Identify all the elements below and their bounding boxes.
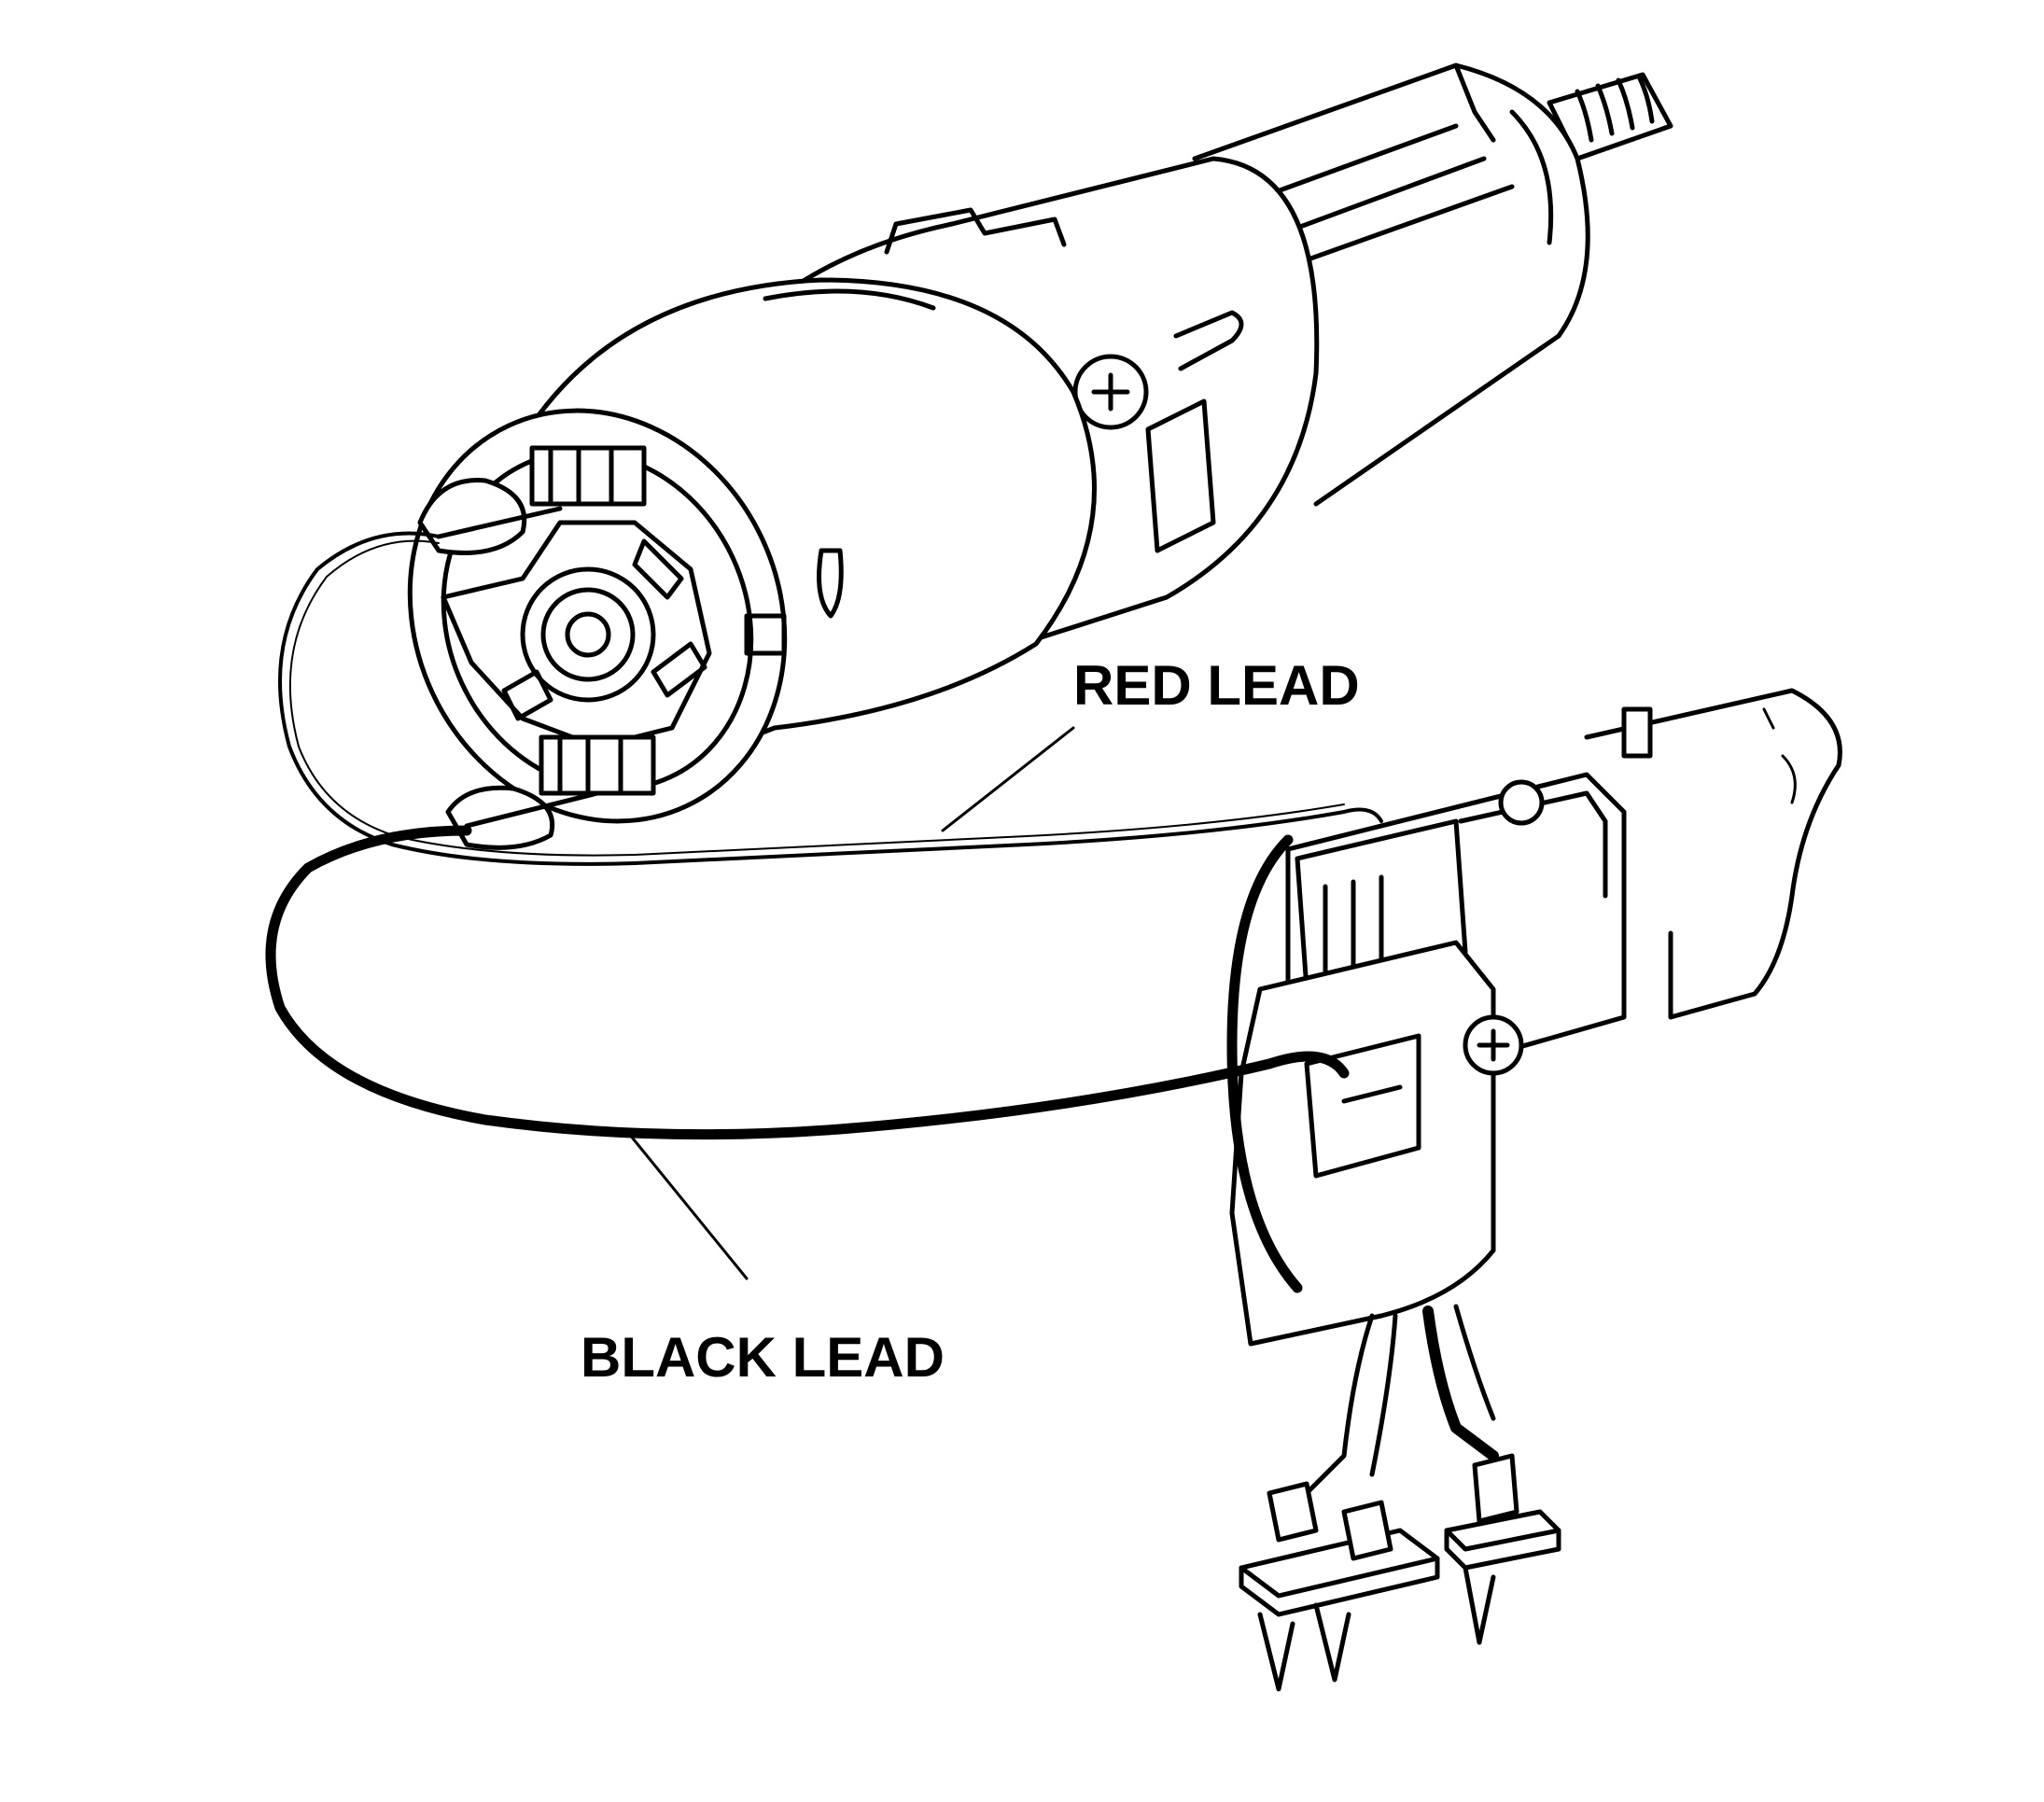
collar-screw-icon	[1072, 354, 1149, 430]
switch-screw-icon	[1463, 1014, 1524, 1076]
black-lead-label: BLACK LEAD	[581, 1326, 945, 1389]
terminal-block-right	[1444, 1453, 1561, 1645]
switch-wire-bundle	[1304, 1304, 1499, 1496]
red-lead-leader	[941, 726, 1075, 832]
brush-holder-bottom	[445, 734, 656, 850]
black-lead-leader	[623, 1127, 749, 1280]
trigger	[1584, 688, 1842, 1020]
callout-leaders	[623, 726, 1075, 1280]
terminal-block-left	[1239, 1481, 1440, 1692]
motor-assembly	[407, 63, 1673, 850]
red-lead-label: RED LEAD	[1073, 654, 1360, 717]
switch-housing	[1229, 940, 1496, 1347]
black-lead-wire	[265, 825, 1350, 1293]
brush-holder-top	[417, 445, 647, 555]
red-lead-wire	[278, 531, 1383, 866]
trigger-switch-assembly	[1229, 688, 1842, 1692]
